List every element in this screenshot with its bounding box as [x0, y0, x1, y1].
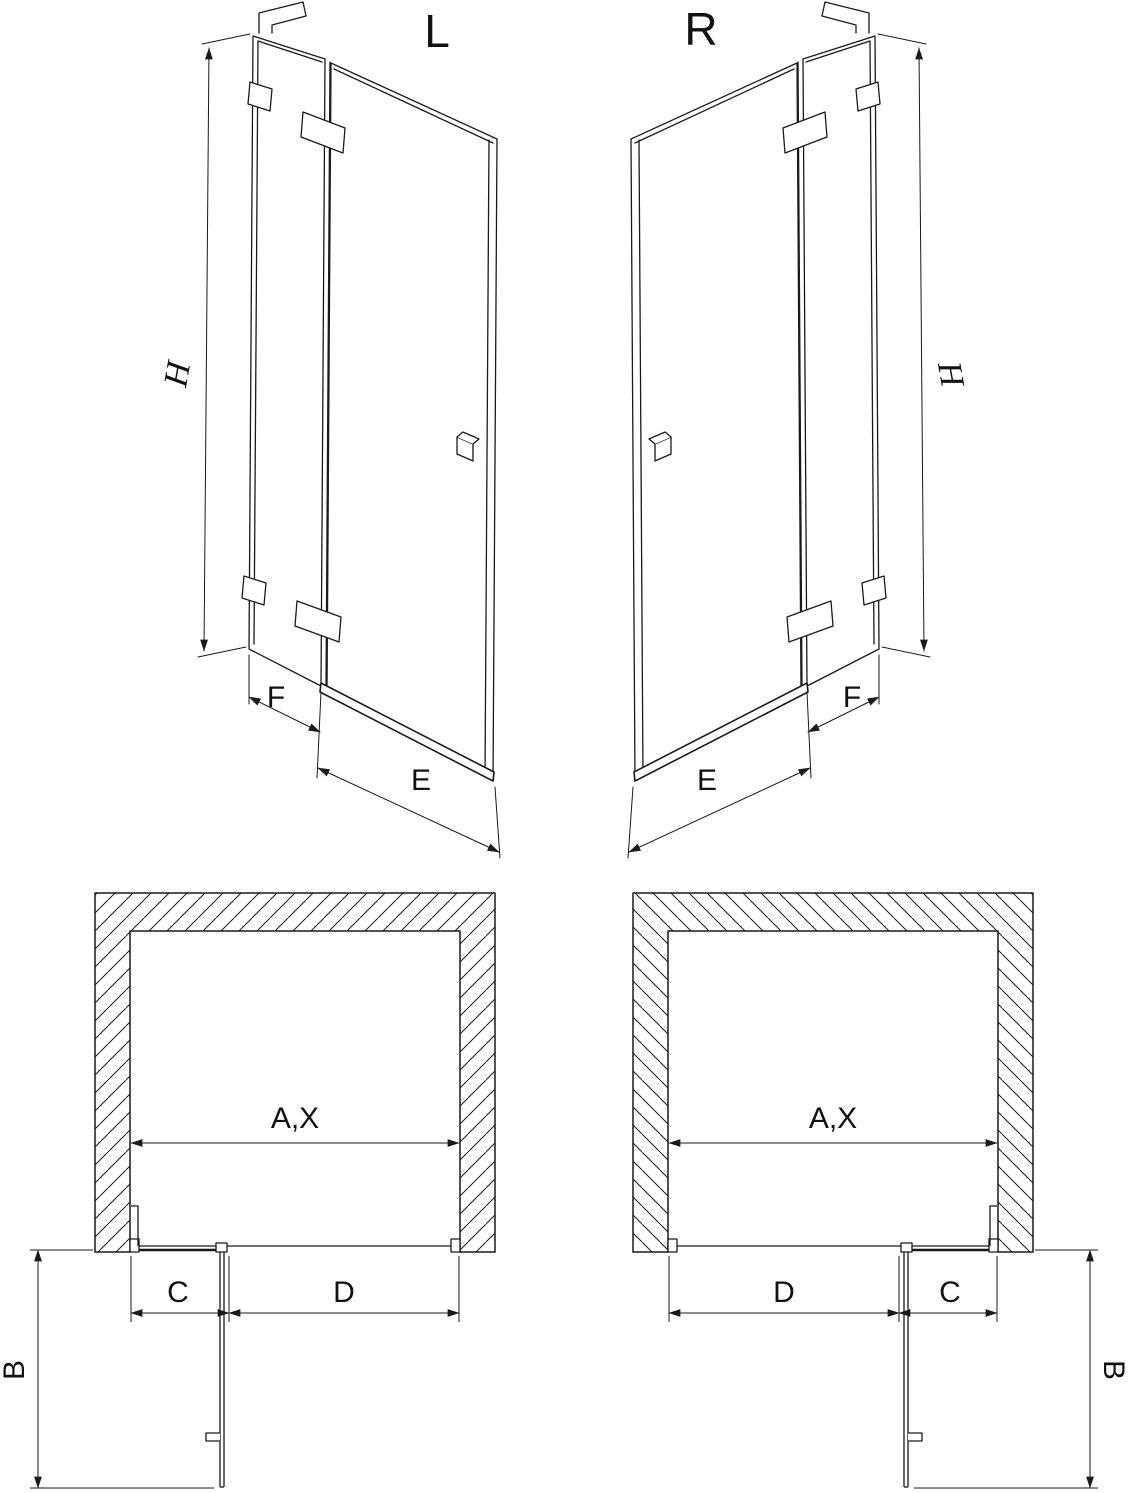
- dim-label-depth-left-plan: B: [0, 1360, 31, 1380]
- elevation-left-drawing: [198, 2, 500, 858]
- dim-label-fixed-width-right: F: [843, 681, 861, 714]
- dim-label-door-segment-right-plan: D: [773, 1276, 795, 1309]
- dim-label-door-segment-left-plan: D: [333, 1276, 355, 1309]
- plan-right-drawing: [633, 893, 1098, 1488]
- dim-label-height-right: H: [930, 358, 971, 392]
- dim-label-height-left: H: [157, 356, 198, 390]
- variant-label-left: L: [424, 5, 450, 57]
- dim-label-door-width-left: E: [411, 764, 431, 797]
- dim-label-fixed-segment-left-plan: C: [167, 1276, 189, 1309]
- dim-label-door-width-right: E: [697, 764, 717, 797]
- dim-label-fixed-width-left: F: [267, 681, 285, 714]
- dim-label-depth-right-plan: B: [1097, 1360, 1128, 1380]
- plan-left-drawing: [30, 893, 495, 1488]
- dim-label-fixed-segment-right-plan: C: [939, 1276, 961, 1309]
- dim-label-opening-width-left-plan: A,X: [271, 1102, 319, 1135]
- variant-label-right: R: [684, 3, 717, 55]
- elevation-right-drawing: [628, 2, 930, 858]
- dim-label-opening-width-right-plan: A,X: [809, 1102, 857, 1135]
